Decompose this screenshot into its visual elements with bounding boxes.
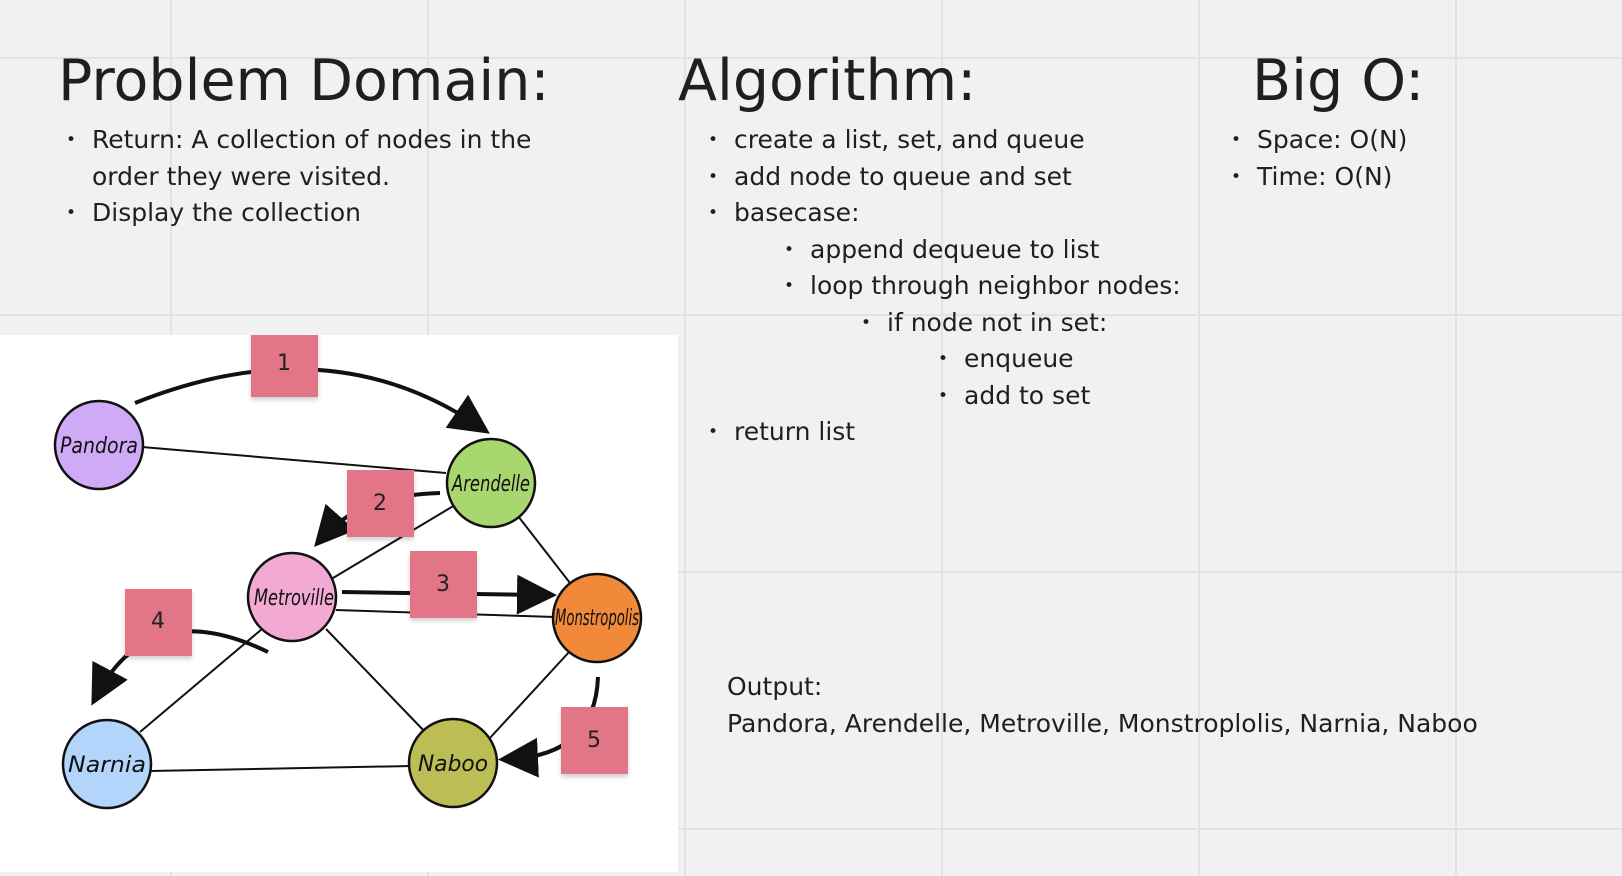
node-pandora-label: Pandora: [60, 434, 138, 459]
sticky-note-4[interactable]: 4: [125, 589, 192, 656]
edge-metroville-naboo: [325, 628, 428, 735]
big-o-list: Space: O(N) Time: O(N): [1231, 122, 1408, 196]
node-pandora: Pandora: [53, 399, 145, 491]
problem-domain-list: Return: A collection of nodes in the ord…: [66, 122, 531, 232]
node-pandora-circle: [53, 399, 145, 491]
algorithm-substep: append dequeue to list: [784, 232, 1181, 269]
node-monstropolis-label: Monstropolis: [555, 606, 639, 631]
edge-pandora-arendelle: [141, 446, 447, 474]
graph-diagram-panel: Pandora Arendelle Metroville Monstropoli…: [0, 330, 678, 872]
edge-monstropolis-naboo: [488, 650, 571, 740]
big-o-item: Space: O(N): [1231, 122, 1408, 159]
sticky-note-2[interactable]: 2: [347, 470, 414, 537]
node-metroville: Metroville: [246, 551, 338, 643]
sticky-note-3[interactable]: 3: [410, 551, 477, 618]
sticky-note-5[interactable]: 5: [561, 707, 628, 774]
node-arendelle: Arendelle: [445, 437, 537, 529]
sticky-note-2-label: 2: [373, 491, 387, 516]
edge-metroville-narnia: [139, 628, 263, 733]
node-naboo: Naboo: [407, 717, 499, 809]
algorithm-title: Algorithm:: [678, 48, 977, 114]
algorithm-substep-deep: add to set: [938, 378, 1181, 415]
graph-diagram: Pandora Arendelle Metroville Monstropoli…: [53, 330, 643, 810]
arrow-step-1: [134, 367, 490, 434]
sticky-notes: 1 2 3 4 5: [125, 330, 628, 774]
problem-domain-title: Problem Domain:: [58, 48, 550, 114]
edge-arendelle-metroville: [327, 504, 456, 582]
node-naboo-circle: [407, 717, 499, 809]
algorithm-substep: loop through neighbor nodes:: [784, 268, 1181, 305]
algorithm-step: basecase:: [708, 195, 1181, 232]
node-narnia-circle: [61, 718, 153, 810]
algorithm-list: create a list, set, and queue add node t…: [708, 122, 1181, 451]
node-narnia: Narnia: [61, 718, 153, 810]
algorithm-substep-deep: enqueue: [938, 341, 1181, 378]
problem-domain-item-continued: order they were visited.: [92, 161, 390, 191]
edge-narnia-naboo: [149, 765, 412, 772]
edge-arendelle-monstropolis: [517, 515, 571, 584]
graph-nodes: Pandora Arendelle Metroville Monstropoli…: [53, 399, 643, 810]
problem-domain-item: Return: A collection of nodes in the: [66, 122, 531, 159]
big-o-item: Time: O(N): [1231, 159, 1407, 196]
sticky-note-3-label: 3: [436, 572, 450, 597]
big-o-title: Big O:: [1252, 48, 1425, 114]
algorithm-substep-nested: if node not in set:: [861, 305, 1181, 342]
node-metroville-circle: [246, 551, 338, 643]
node-arendelle-label: Arendelle: [451, 472, 530, 497]
sticky-note-1-label: 1: [277, 351, 291, 376]
node-metroville-label: Metroville: [254, 586, 334, 611]
graph-edges: [139, 446, 571, 772]
sticky-note-1[interactable]: 1: [251, 330, 318, 397]
sticky-note-5-label: 5: [587, 728, 601, 753]
node-naboo-label: Naboo: [418, 752, 488, 777]
node-narnia-label: Narnia: [68, 753, 146, 778]
node-arendelle-circle: [445, 437, 537, 529]
problem-domain-item: Display the collection: [66, 195, 531, 232]
traversal-arrows: [91, 367, 600, 778]
node-monstropolis-circle: [551, 572, 643, 664]
node-monstropolis: Monstropolis: [551, 572, 643, 664]
algorithm-step: return list: [708, 414, 1181, 451]
sticky-note-4-label: 4: [151, 609, 165, 634]
output-value: Pandora, Arendelle, Metroville, Monstrop…: [727, 709, 1478, 738]
algorithm-step: create a list, set, and queue: [708, 122, 1181, 159]
algorithm-step: add node to queue and set: [708, 159, 1181, 196]
output-block: Output: Pandora, Arendelle, Metroville, …: [727, 668, 1478, 742]
output-label: Output:: [727, 672, 823, 701]
